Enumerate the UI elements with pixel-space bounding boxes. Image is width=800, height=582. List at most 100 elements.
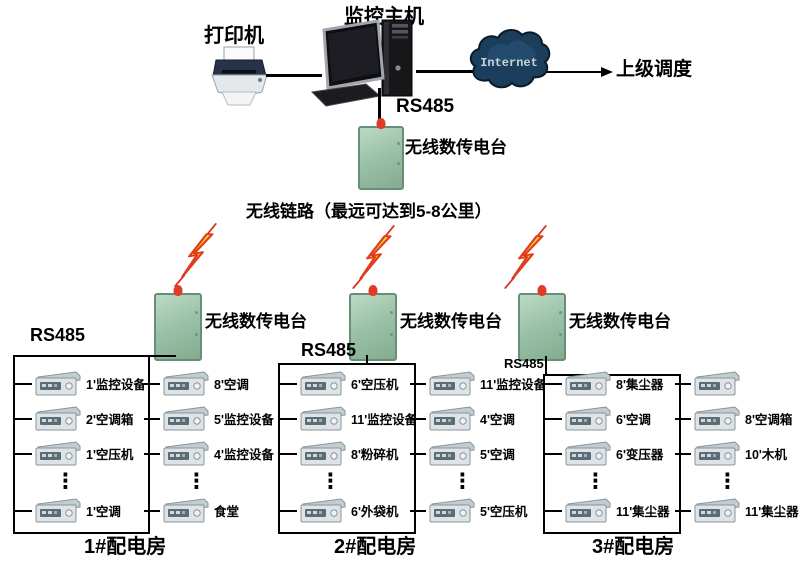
device-label: 6'空压机 [351, 378, 399, 392]
radio-bus-connector [545, 356, 547, 375]
branch-line [13, 417, 32, 420]
device-column-left: 8'集尘器 6'空调 6'变压器⋮ 11'集尘器 [543, 366, 670, 528]
rs485-label-group1: RS485 [30, 325, 86, 345]
device-meter-icon [429, 498, 475, 523]
branch-line [543, 417, 562, 420]
host-internet-cable [416, 70, 508, 73]
internet-text: Internet [480, 56, 538, 70]
branch-line [13, 382, 32, 385]
device-label: 8'粉碎机 [351, 448, 399, 462]
device-meter-icon [565, 406, 611, 431]
device-label: 6'外袋机 [351, 505, 399, 519]
branch-line [278, 452, 297, 455]
device-meter-icon [694, 371, 740, 396]
branch-line [144, 417, 160, 420]
device-label: 4'监控设备 [214, 448, 274, 462]
branch-line [278, 417, 297, 420]
device-meter-icon [300, 406, 346, 431]
radio-bus-connector [146, 355, 176, 357]
device-column-left: 6'空压机 11'监控设备 8'粉碎机⋮ 6'外袋机 [278, 366, 417, 528]
ellipsis: ⋮ [186, 469, 207, 493]
branch-line [410, 417, 426, 420]
ellipsis: ⋮ [452, 469, 473, 493]
device-meter-icon [565, 498, 611, 523]
device-label: 6'空调 [616, 413, 651, 427]
master-radio-label: 无线数传电台 [405, 138, 507, 157]
branch-line [13, 452, 32, 455]
device-meter-icon [565, 441, 611, 466]
internet-dispatch-line [540, 71, 604, 73]
branch-line [675, 509, 691, 512]
device-row: 食堂 [144, 493, 274, 528]
device-row: 4'空调 [410, 401, 546, 436]
device-row: 6'外袋机 [278, 493, 417, 528]
device-label: 5'空调 [480, 448, 515, 462]
rs485-label-top: RS485 [396, 96, 455, 117]
printer-label: 打印机 [204, 25, 264, 47]
device-row: 8'空调箱 [675, 401, 799, 436]
device-label: 1'监控设备 [86, 378, 146, 392]
device-row: 1'空调 [13, 493, 146, 528]
device-meter-icon [35, 406, 81, 431]
device-label: 8'空调 [214, 378, 249, 392]
device-row: 2'空调箱 [13, 401, 146, 436]
branch-line [278, 382, 297, 385]
wireless-link-label: 无线链路（最远可达到5-8公里） [246, 202, 492, 221]
radio-bus-connector [366, 355, 368, 365]
rs485-cable [378, 88, 381, 128]
ellipsis: ⋮ [55, 469, 76, 493]
device-label: 11'集尘器 [616, 505, 670, 519]
radio-device-group2 [349, 285, 397, 361]
antenna-icon [368, 285, 378, 296]
device-row: 4'监控设备 [144, 436, 274, 471]
group-boundary-box [13, 355, 150, 534]
group-name: 1#配电房 [84, 536, 167, 558]
device-row: 5'空压机 [410, 493, 546, 528]
radio-device-group3 [518, 285, 566, 361]
device-label: 2'空调箱 [86, 413, 134, 427]
branch-line [675, 382, 691, 385]
device-column-right: 11'监控设备 4'空调 5'空调⋮ 5'空压机 [410, 366, 546, 528]
radio-label-group1: 无线数传电台 [205, 312, 307, 331]
ellipsis: ⋮ [717, 469, 738, 493]
device-meter-icon [163, 371, 209, 396]
lightning-bolt-icon [173, 223, 218, 287]
dispatch-label: 上级调度 [616, 59, 693, 80]
radio-label-group2: 无线数传电台 [400, 312, 502, 331]
printer-host-cable [266, 74, 322, 77]
master-radio-device [358, 118, 404, 190]
device-label: 5'监控设备 [214, 413, 274, 427]
radio-label-group3: 无线数传电台 [569, 312, 671, 331]
device-row: 5'空调 [410, 436, 546, 471]
device-meter-icon [429, 371, 475, 396]
branch-line [144, 382, 160, 385]
device-meter-icon [163, 406, 209, 431]
device-label: 8'空调箱 [745, 413, 793, 427]
device-label: 8'集尘器 [616, 378, 664, 392]
device-meter-icon [694, 441, 740, 466]
device-meter-icon [429, 406, 475, 431]
device-meter-icon [565, 371, 611, 396]
device-meter-icon [35, 371, 81, 396]
rs485-label-group2: RS485 [301, 340, 357, 360]
group-name: 3#配电房 [592, 536, 675, 558]
host-computer-icon [310, 19, 413, 107]
printer-icon [211, 46, 268, 106]
device-meter-icon [35, 441, 81, 466]
branch-line [675, 417, 691, 420]
device-label: 1'空调 [86, 505, 121, 519]
device-label: 1'空压机 [86, 448, 134, 462]
branch-line [144, 509, 160, 512]
device-label: 6'变压器 [616, 448, 664, 462]
dispatch-arrow-icon [601, 67, 613, 77]
device-column-right: 8'空调箱 10'木机⋮ 11'集尘器 [675, 366, 799, 528]
branch-line [543, 452, 562, 455]
device-row: 5'监控设备 [144, 401, 274, 436]
device-row: 11'集尘器 [543, 493, 670, 528]
branch-line [410, 382, 426, 385]
device-row: 6'空调 [543, 401, 670, 436]
device-meter-icon [300, 441, 346, 466]
device-row [675, 366, 799, 401]
device-label: 11'集尘器 [745, 505, 799, 519]
